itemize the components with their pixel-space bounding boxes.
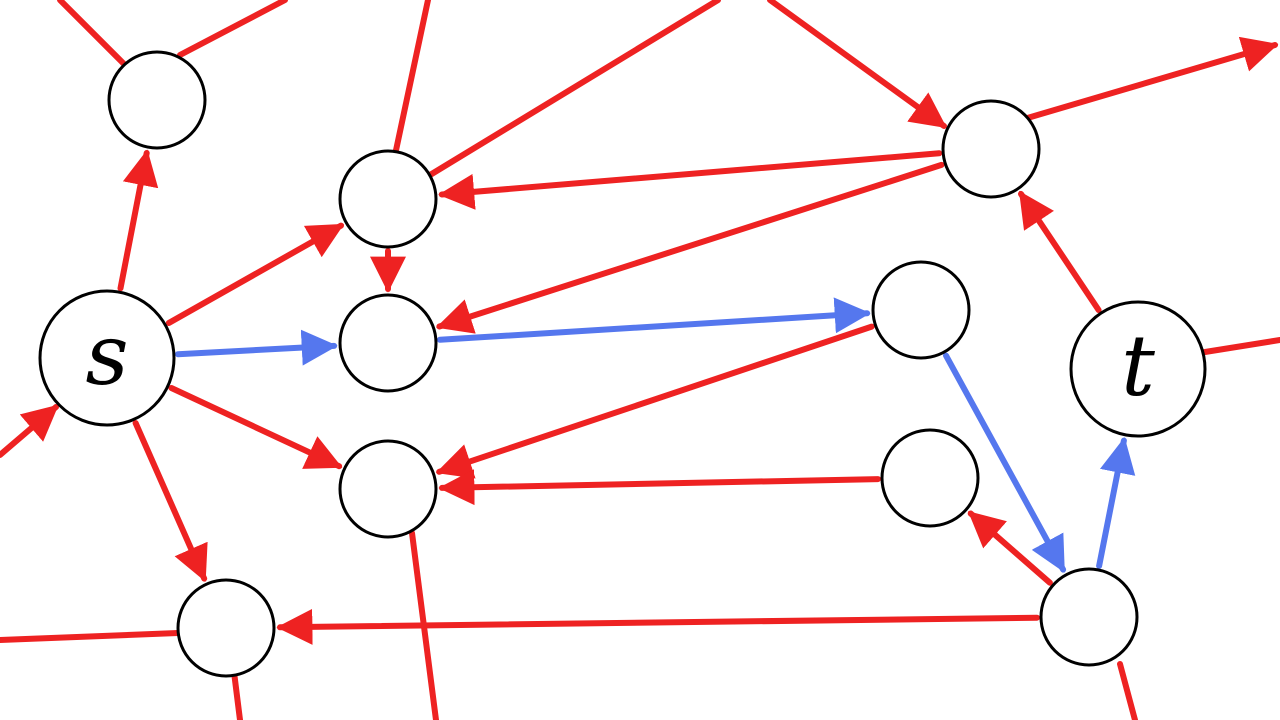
node-circle [338,293,438,393]
node-d [338,439,438,539]
stub-edge [1021,36,1279,122]
node-label: s [85,306,128,404]
edge-t-g [1018,190,1102,313]
node-circle [880,428,980,528]
edge-f-d [435,323,875,479]
stub-edge [1202,337,1280,355]
node-b [338,149,438,249]
stub-edge [0,630,181,643]
node-c [338,293,438,393]
edge-h-d [438,469,881,506]
node-f [871,260,971,360]
edge-g-c [435,161,945,334]
path-edge-f-i [943,352,1067,573]
stub-edge [427,0,721,178]
node-circle [338,439,438,539]
node-circle [38,289,176,427]
edge-s-a [117,149,159,292]
node-t: t [1069,300,1207,438]
stub-edge [0,404,59,458]
node-circle [941,99,1041,199]
edge-g-b [438,150,943,210]
node-circle [871,260,971,360]
edges [117,149,1136,645]
path-edge-c-f [436,297,871,343]
node-e [176,578,276,678]
node-circle [107,50,207,150]
node-circle [1069,300,1207,438]
stub-edge [767,0,947,129]
path-edge-i-t [1096,437,1136,569]
node-h [880,428,980,528]
edge-s-e [132,420,208,582]
edge-s-b [165,222,345,326]
node-circle [1039,567,1139,667]
node-circle [338,149,438,249]
node-a [107,50,207,150]
stub-edge [231,669,243,720]
path-edge-s-c [174,329,338,366]
edge-i-h [967,510,1053,586]
stub-edge [1117,661,1138,720]
stub-edge [392,0,431,158]
node-circle [176,578,276,678]
node-i [1039,567,1139,667]
stub-edge [177,0,288,58]
edge-s-d [168,385,343,470]
stub-edge [57,0,128,68]
edge-i-e [276,608,1040,645]
node-label: t [1121,317,1155,415]
node-s: s [38,289,176,427]
node-g [941,99,1041,199]
